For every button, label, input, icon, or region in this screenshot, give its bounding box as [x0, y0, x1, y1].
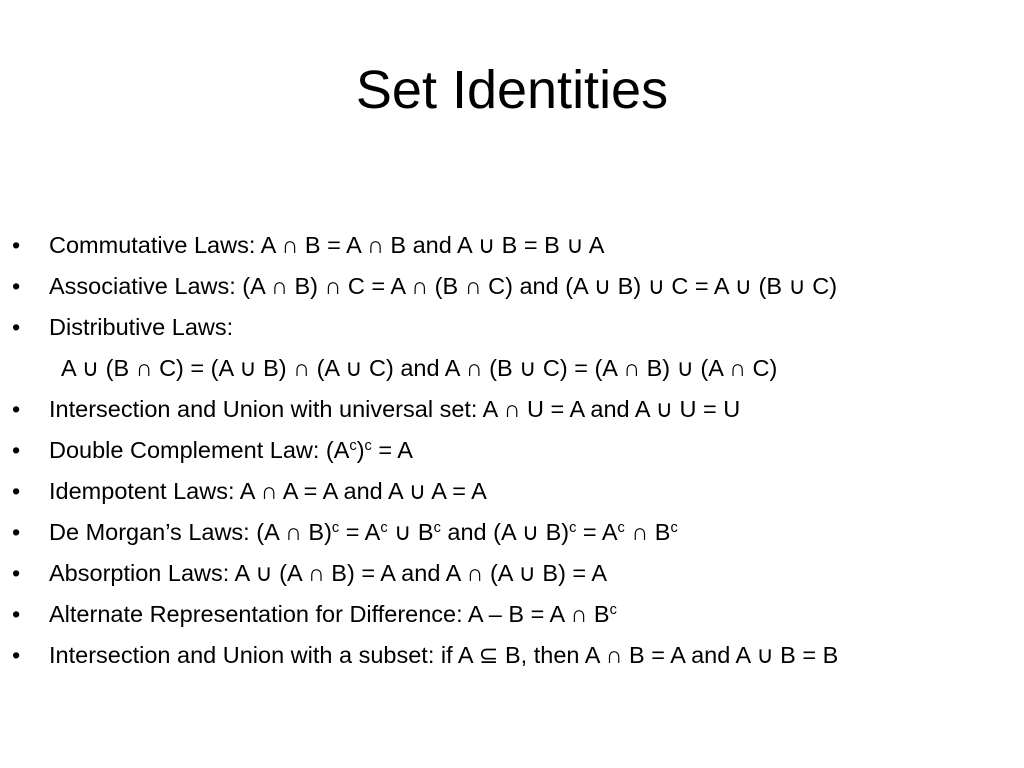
text-segment: )	[356, 437, 365, 463]
list-item: • Intersection and Union with universal s…	[0, 390, 1024, 431]
superscript: c	[331, 520, 340, 536]
text-segment: Distributive Laws:	[49, 314, 234, 340]
list-item: • Associative Laws: (A ∩ B) ∩ C = A ∩ (B …	[0, 267, 1024, 308]
list-item: •Double Complement Law: (Ac)c = A	[0, 431, 1024, 472]
text-segment: ∩ B	[624, 519, 671, 545]
bullet-icon: •	[12, 560, 21, 586]
bullet-icon: •	[12, 396, 21, 422]
text-segment: ∪ B	[387, 519, 434, 545]
superscript: c	[609, 602, 617, 618]
list-item: • Intersection and Union with a subset: i…	[0, 636, 1024, 677]
text-segment: = A	[576, 519, 618, 545]
bullet-list: • Commutative Laws: A ∩ B = A ∩ B and A ∪…	[0, 226, 1024, 677]
bullet-icon: •	[12, 601, 21, 627]
list-item: •De Morgan’s Laws: (A ∩ B)c = Ac ∪ Bc an…	[0, 513, 1024, 554]
superscript: c	[380, 520, 388, 536]
list-item-text: Associative Laws: (A ∩ B) ∩ C = A ∩ (B ∩…	[49, 267, 837, 305]
list-item: • Idempotent Laws: A ∩ A = A and A ∪ A = …	[0, 472, 1024, 513]
superscript: c	[349, 438, 357, 454]
text-segment: = A	[339, 519, 381, 545]
superscript: c	[433, 520, 441, 536]
superscript: c	[569, 520, 577, 536]
bullet-icon: •	[12, 642, 21, 668]
superscript: c	[617, 520, 625, 536]
bullet-icon: •	[12, 437, 21, 463]
text-segment: Commutative Laws: A ∩ B = A ∩ B and A ∪ …	[49, 232, 605, 258]
list-item-text: Distributive Laws:	[49, 308, 233, 346]
text-segment: Double Complement Law: (A	[49, 437, 350, 463]
text-segment: Idempotent Laws: A ∩ A = A and A ∪ A = A	[49, 478, 487, 504]
list-item-text: Intersection and Union with a subset: if…	[49, 636, 838, 674]
list-item-text: De Morgan’s Laws: (A ∩ B)c = Ac ∪ Bc and…	[49, 513, 678, 551]
list-item-text: Idempotent Laws: A ∩ A = A and A ∪ A = A	[49, 472, 487, 510]
text-segment: A ∪ (B ∩ C) = (A ∪ B) ∩ (A ∪ C) and A ∩ …	[61, 355, 778, 381]
list-item-text: Commutative Laws: A ∩ B = A ∩ B and A ∪ …	[49, 226, 604, 264]
bullet-icon: •	[12, 232, 21, 258]
text-segment: Intersection and Union with universal se…	[49, 396, 741, 422]
bullet-icon: •	[12, 478, 21, 504]
text-segment: = A	[371, 437, 413, 463]
slide-title: Set Identities	[355, 60, 669, 120]
list-item-text: Intersection and Union with universal se…	[49, 390, 740, 428]
bullet-icon: •	[12, 314, 21, 340]
text-segment: and (A ∪ B)	[440, 519, 570, 545]
list-item-text: Double Complement Law: (Ac)c = A	[49, 431, 413, 469]
list-item-text: A ∪ (B ∩ C) = (A ∪ B) ∩ (A ∪ C) and A ∩ …	[61, 349, 777, 387]
bullet-icon: •	[12, 273, 21, 299]
sub-list-item: A ∪ (B ∩ C) = (A ∪ B) ∩ (A ∪ C) and A ∩ …	[0, 349, 1024, 390]
list-item: • Alternate Representation for Difference…	[0, 595, 1024, 636]
text-segment: De Morgan’s Laws: (A ∩ B)	[49, 519, 332, 545]
text-segment: Absorption Laws: A ∪ (A ∩ B) = A and A ∩…	[49, 560, 608, 586]
list-item: • Commutative Laws: A ∩ B = A ∩ B and A ∪…	[0, 226, 1024, 267]
list-item-text: Alternate Representation for Difference:…	[49, 595, 617, 633]
superscript: c	[670, 520, 678, 536]
list-item: • Distributive Laws:	[0, 308, 1024, 349]
text-segment: Associative Laws: (A ∩ B) ∩ C = A ∩ (B ∩…	[49, 273, 838, 299]
text-segment: Intersection and Union with a subset: if…	[49, 642, 839, 668]
list-item: • Absorption Laws: A ∪ (A ∩ B) = A and A …	[0, 554, 1024, 595]
superscript: c	[364, 438, 372, 454]
list-item-text: Absorption Laws: A ∪ (A ∩ B) = A and A ∩…	[49, 554, 607, 592]
text-segment: Alternate Representation for Difference:…	[49, 601, 610, 627]
bullet-icon: •	[12, 519, 21, 545]
